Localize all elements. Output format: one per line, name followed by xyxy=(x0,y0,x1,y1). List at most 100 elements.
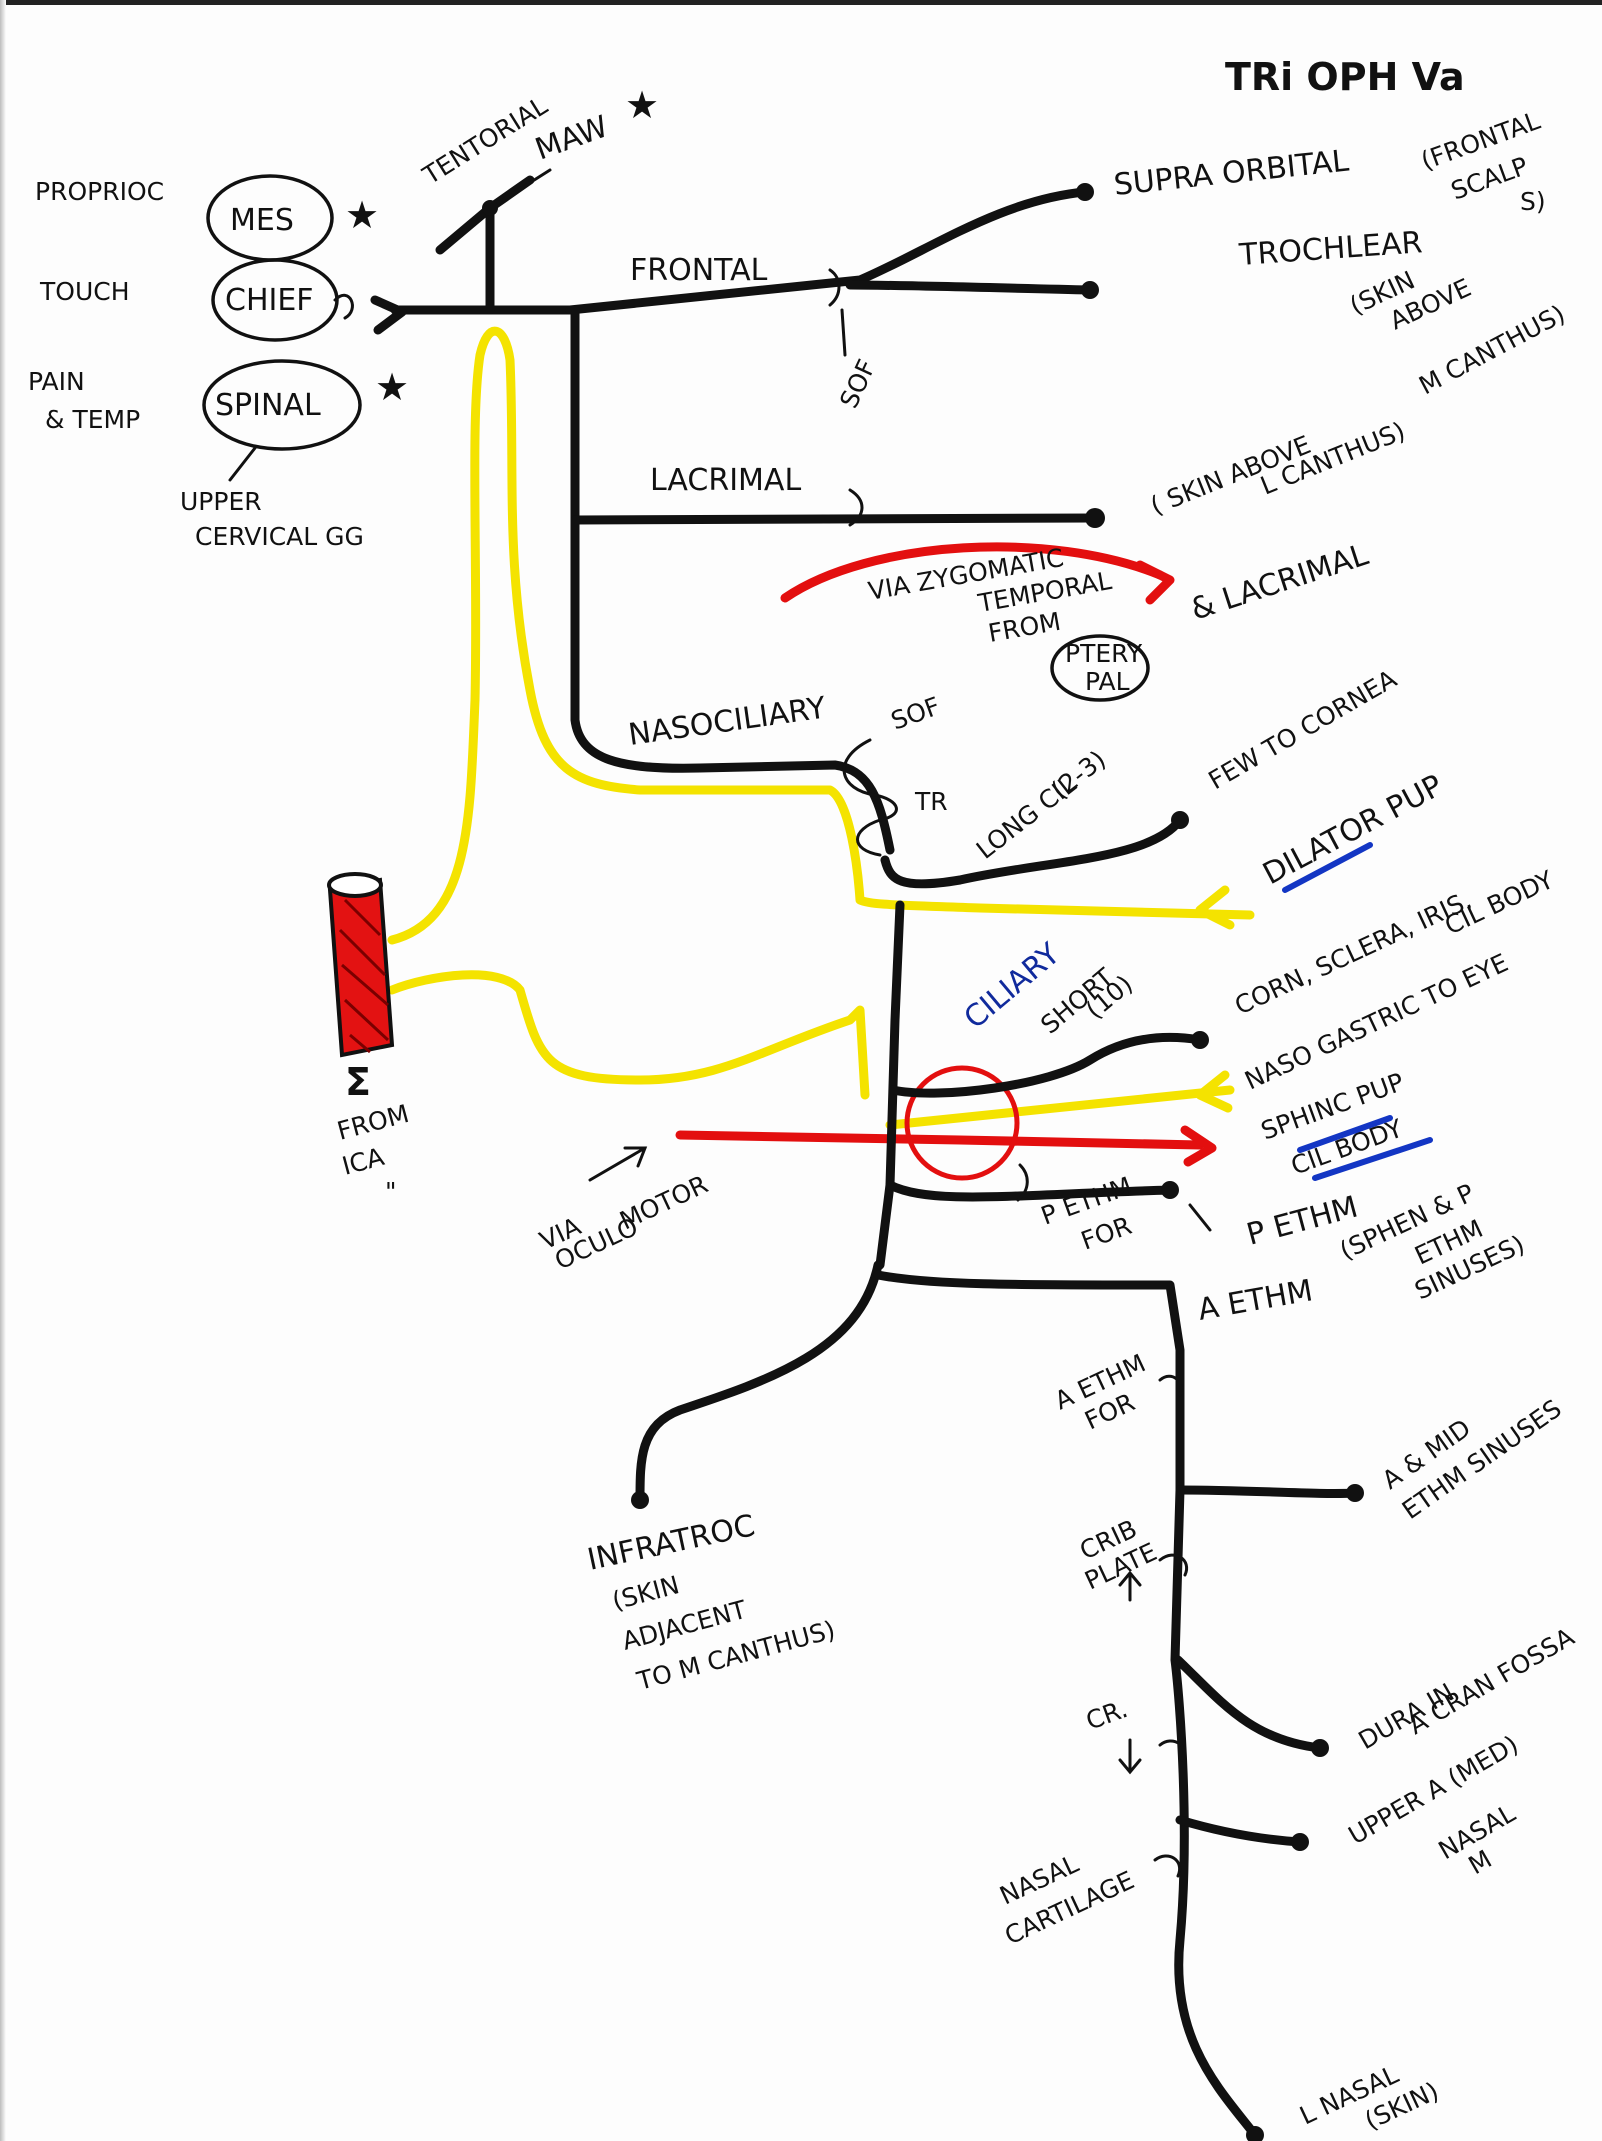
cervical-gg-label: CERVICAL GG xyxy=(195,522,364,551)
a-ethm-hook xyxy=(1158,1374,1183,1397)
frontal-nerve xyxy=(565,187,1090,315)
touch-label: TOUCH xyxy=(39,277,130,306)
external-nasal-ending xyxy=(1246,2126,1264,2141)
ethmoid-sinus-branch xyxy=(1175,1485,1360,1498)
lacrimal-label: LACRIMAL xyxy=(650,463,801,498)
dura-ending xyxy=(1311,1739,1329,1757)
nasociliary-stem xyxy=(570,515,895,855)
p-ethm-hook xyxy=(1016,1163,1029,1202)
carotid-mark: " xyxy=(385,1177,397,1206)
spinal-nucleus-ring xyxy=(202,359,362,451)
spinal-nucleus-label: SPINAL xyxy=(215,388,321,423)
short-ciliary-nerve xyxy=(888,1032,1205,1098)
pal-label: PAL xyxy=(1085,667,1130,696)
cr-arrow xyxy=(1118,1738,1142,1775)
crib-hook xyxy=(1158,1553,1189,1577)
oculomotor-arrow xyxy=(588,1146,648,1182)
parasympathetic-oculomotor xyxy=(675,1130,1205,1150)
parasympathetic-lacrimal xyxy=(780,542,1165,603)
frontal-label: FRONTAL xyxy=(630,253,768,288)
sympathetic-arrow-dilator xyxy=(1195,885,1235,930)
temp-label: & TEMP xyxy=(45,405,140,434)
frontal-sof-label: SOF xyxy=(834,355,881,413)
dura-label-2: A CRAN FOSSA xyxy=(1404,1622,1580,1740)
lacrimal-gland-label: & LACRIMAL xyxy=(1187,537,1373,627)
cartilage-hook xyxy=(1153,1854,1182,1878)
p-ethm-tick xyxy=(1188,1203,1212,1232)
infratrochlear-nerve xyxy=(635,1260,883,1505)
parasympathetic-arrow xyxy=(1180,1125,1217,1167)
page-top-edge xyxy=(0,0,1602,5)
lacrimal-ending xyxy=(1085,508,1105,528)
trochlear-label: TROCHLEAR xyxy=(1237,225,1423,273)
nasociliary-main xyxy=(875,900,905,1270)
trochlear-branch xyxy=(845,280,1095,295)
ciliary-ganglion-ring xyxy=(904,1065,1020,1181)
short-ciliary-ending xyxy=(1191,1031,1209,1049)
spinal-star: ★ xyxy=(375,365,409,409)
tentorial-junction xyxy=(482,200,498,216)
infratrochlear-label: INFRATROC xyxy=(584,1508,758,1578)
sinus-ending xyxy=(1346,1484,1364,1502)
page-title: TRi OPH Va xyxy=(1225,55,1465,99)
nasal-trunk xyxy=(1170,1485,1260,2140)
dura-branch xyxy=(1173,1655,1325,1753)
post-ethmoid-foramen-2: FOR xyxy=(1077,1211,1135,1256)
trunk-fork xyxy=(370,295,407,335)
nasociliary-label: NASOCILIARY xyxy=(626,691,828,753)
nasal-septum-branch xyxy=(1175,1815,1305,1847)
cranial-label: CR. xyxy=(1082,1694,1131,1736)
nasociliary-coil xyxy=(842,738,898,857)
sof-hook-lacrimal xyxy=(848,488,864,527)
sphincter-underline xyxy=(1297,1115,1393,1153)
oculomotor-label-2: MOTOR xyxy=(615,1170,712,1236)
infratrochlear-ending xyxy=(631,1491,649,1509)
parasympathetic-lacrimal-arrow xyxy=(1135,560,1175,605)
upper-cervical-label: UPPER xyxy=(180,487,262,516)
long-ciliary-ending xyxy=(1171,811,1189,829)
tendinous-ring-label: TR xyxy=(914,787,948,816)
carotid-from-label: FROM xyxy=(334,1099,412,1146)
carotid-ica-label: ICA xyxy=(339,1142,387,1181)
nasal-ending xyxy=(1291,1833,1309,1851)
mes-nucleus-label: MES xyxy=(230,203,294,238)
tentorial-to-maw xyxy=(488,168,552,210)
maw-star: ★ xyxy=(625,83,659,127)
page-left-edge xyxy=(0,0,6,2141)
crib-arrow xyxy=(1118,1570,1142,1602)
post-ethmoid-ending xyxy=(1161,1181,1179,1199)
supraorbital-note-3: S) xyxy=(1520,187,1546,216)
sympathetic-lower-path xyxy=(387,970,870,1100)
cornea-target-label: FEW TO CORNEA xyxy=(1204,664,1402,795)
pain-label: PAIN xyxy=(28,367,85,396)
ptery-pal-ring xyxy=(1050,634,1150,702)
sof-hook-frontal xyxy=(828,268,841,307)
mes-star: ★ xyxy=(345,193,379,237)
cil-body-underline xyxy=(1312,1137,1433,1181)
sympathetic-arrow-short xyxy=(1195,1070,1233,1113)
title-group: TRi OPH Va xyxy=(1225,55,1465,99)
ant-ethmoid-label: A ETHM xyxy=(1195,1273,1315,1328)
dilator-label: DILATOR PUP xyxy=(1257,768,1448,892)
chief-nucleus-label: CHIEF xyxy=(225,283,314,318)
dilator-underline xyxy=(1282,842,1373,893)
proprioception-label: PROPRIOC xyxy=(35,177,164,206)
supraorbital-label: SUPRA ORBITAL xyxy=(1112,143,1351,202)
carotid-sigma: Σ xyxy=(345,1060,371,1104)
sympathetic-upper-loop xyxy=(387,326,1255,945)
long-ciliary-count: (2-3) xyxy=(1046,745,1111,805)
internal-carotid-artery xyxy=(327,872,395,1058)
spinal-note-link xyxy=(228,446,257,482)
long-ciliary-nerve xyxy=(880,815,1185,889)
infratrochlear-note-1: (SKIN xyxy=(609,1570,682,1616)
cr-hook xyxy=(1158,1739,1186,1762)
supraorbital-ending xyxy=(1076,183,1094,201)
ptery-label: PTERY xyxy=(1065,639,1143,668)
chief-to-trunk xyxy=(333,293,354,320)
post-ethmoid-nerve xyxy=(885,1180,1175,1202)
sympathetic-short-ciliary xyxy=(885,1085,1235,1130)
anterior-ethmoid-nerve xyxy=(873,1270,1185,1495)
nasociliary-sof-label: SOF xyxy=(887,691,944,735)
